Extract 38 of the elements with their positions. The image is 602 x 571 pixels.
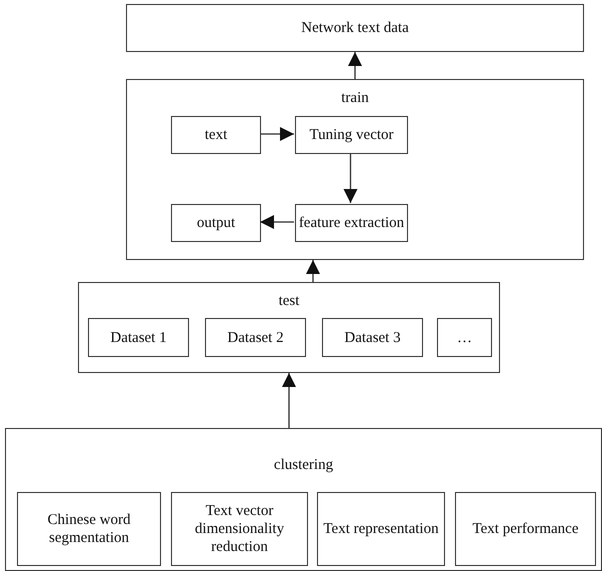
- process-box: [322, 318, 423, 357]
- group-title: test: [278, 292, 300, 310]
- process-box: [171, 116, 261, 154]
- box-label: Network text data: [301, 19, 409, 37]
- box-label: …: [457, 328, 472, 346]
- box-label: Text vector dimensionality reduction: [194, 502, 286, 556]
- group-box: [126, 79, 584, 260]
- group-box: [78, 282, 500, 373]
- process-box: [171, 492, 308, 566]
- process-box: [295, 116, 408, 154]
- group-title: train: [340, 89, 370, 107]
- arrow: [344, 153, 358, 203]
- arrow: [306, 260, 320, 282]
- process-box: [88, 318, 189, 357]
- process-box: [295, 204, 408, 242]
- box-label: Text performance: [472, 520, 578, 538]
- arrow: [282, 373, 296, 428]
- group-title: clustering: [272, 456, 334, 474]
- process-box: [205, 318, 306, 357]
- box-label: feature extraction: [298, 214, 404, 232]
- process-box: [126, 4, 584, 52]
- box-label: output: [196, 214, 236, 232]
- box-label: text: [204, 126, 228, 144]
- arrow: [260, 215, 294, 229]
- process-box: [17, 492, 161, 566]
- box-label: Tuning vector: [309, 126, 394, 144]
- group-box: [5, 428, 602, 571]
- box-label: Dataset 2: [227, 328, 284, 346]
- process-box: [317, 492, 445, 566]
- box-label: Dataset 3: [344, 328, 401, 346]
- arrow: [348, 52, 362, 79]
- box-label: Text representation: [323, 520, 439, 538]
- box-label: Chinese word segmentation: [46, 511, 132, 547]
- process-box: [437, 318, 492, 357]
- process-box: [171, 204, 261, 242]
- box-label: Dataset 1: [110, 328, 167, 346]
- arrow: [260, 127, 294, 141]
- process-box: [455, 492, 596, 566]
